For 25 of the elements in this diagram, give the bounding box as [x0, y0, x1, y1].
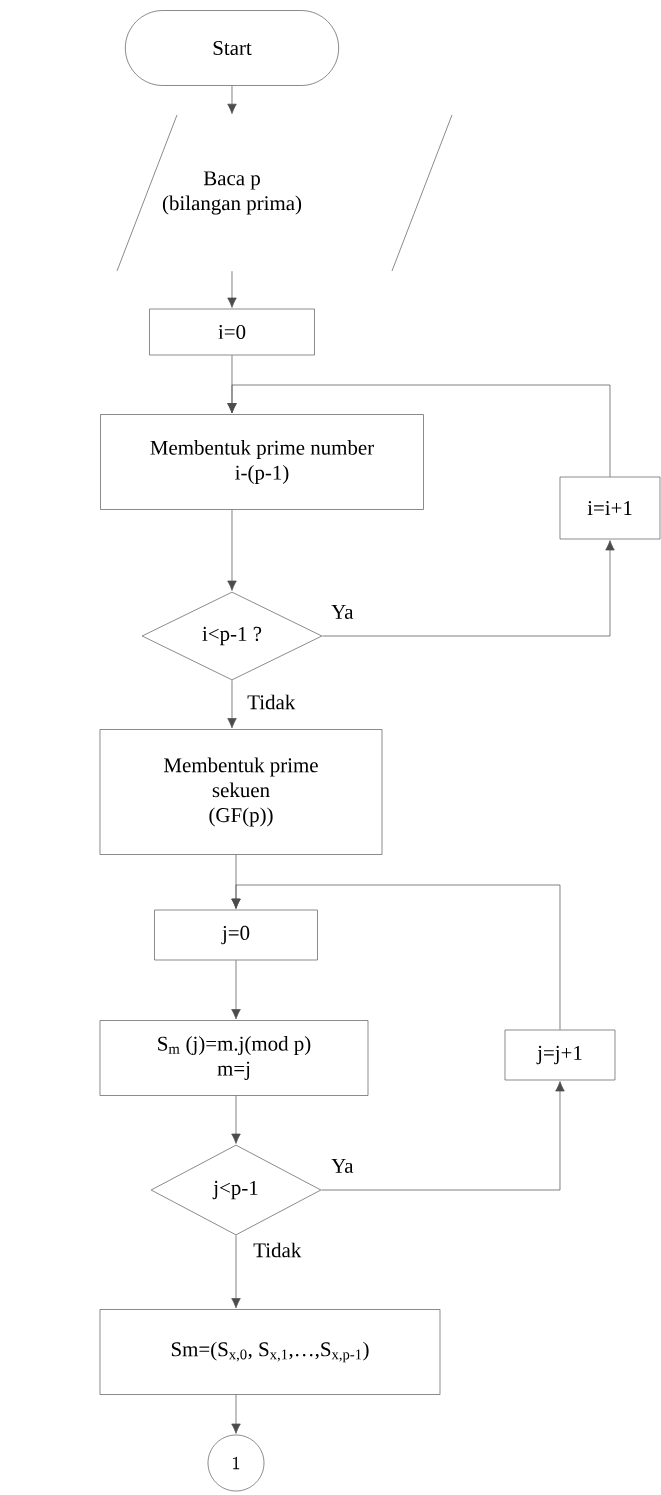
edge-label: Ya — [330, 604, 355, 620]
arrow — [321, 1081, 565, 1191]
edge-label: Ya — [330, 1158, 355, 1174]
process-box: Sm=(S$_{x,0}$, S$_{x,1}$,…,S$_{x,p-1}$) — [99, 1309, 441, 1395]
arrow — [231, 1235, 241, 1309]
arrow — [227, 384, 611, 477]
arrow — [227, 270, 237, 308]
process-box: Membentuk prime sekuen (GF(p)) — [99, 729, 383, 855]
edge-label: Tidak — [246, 693, 297, 711]
arrow — [231, 1394, 241, 1434]
process-box: Membentuk prime number i-(p-1) — [100, 414, 424, 510]
process-box: i=0 — [149, 308, 315, 356]
input-parallelogram: Baca p (bilangan prima) — [116, 114, 453, 272]
arrow — [231, 884, 561, 1030]
arrow — [231, 1095, 241, 1144]
process-box: i=i+1 — [559, 476, 661, 540]
arrow — [227, 509, 237, 591]
arrow — [227, 85, 237, 114]
process-box: S$_{m}$ (j)=m.j(mod p) m=j — [99, 1020, 369, 1096]
process-box: j=0 — [154, 909, 318, 961]
arrow — [231, 960, 241, 1020]
arrow — [227, 680, 237, 729]
edge-label: Tidak — [252, 1241, 303, 1259]
arrow — [322, 540, 615, 637]
process-box: j=j+1 — [504, 1029, 616, 1081]
